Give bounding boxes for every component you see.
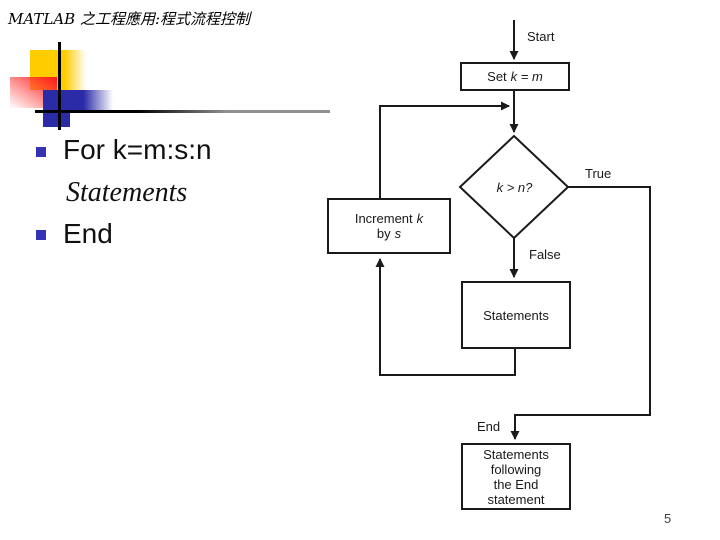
increment-var-k: k xyxy=(416,211,424,226)
header-rule xyxy=(35,110,330,113)
slide-title: MATLAB 之工程應用:程式流程控制 xyxy=(8,10,251,28)
bullet-square-icon xyxy=(36,230,46,240)
true-label: True xyxy=(585,166,612,181)
set-box-prefix: Set xyxy=(487,69,507,84)
end-statements-box: Statements following the End statement xyxy=(461,443,571,510)
bullet-item-end: End xyxy=(63,218,113,249)
end-label: End xyxy=(477,419,501,434)
increment-var-s: s xyxy=(394,226,402,241)
bullet-sub-statements: Statements xyxy=(66,177,188,208)
logo-vertical-line xyxy=(58,42,61,130)
bullet-square-icon xyxy=(36,147,46,157)
statements-box: Statements xyxy=(461,281,571,349)
statements-box-label: Statements xyxy=(483,307,549,323)
logo-blue-square-lower xyxy=(43,111,70,127)
end-box-line2: following xyxy=(490,461,542,477)
end-box-line4: statement xyxy=(487,491,545,507)
increment-by-text: by xyxy=(376,226,391,241)
start-label: Start xyxy=(527,29,555,44)
bullet-item-for: For k=m:s:n xyxy=(63,134,212,165)
page-number: 5 xyxy=(664,511,672,526)
increment-text: Increment xyxy=(354,211,413,226)
end-box-line1: Statements xyxy=(483,446,549,462)
end-box-line3: the End xyxy=(493,476,539,492)
set-box-expression: k = m xyxy=(510,69,543,84)
decision-label: k > n? xyxy=(496,180,533,195)
false-label: False xyxy=(529,247,561,262)
